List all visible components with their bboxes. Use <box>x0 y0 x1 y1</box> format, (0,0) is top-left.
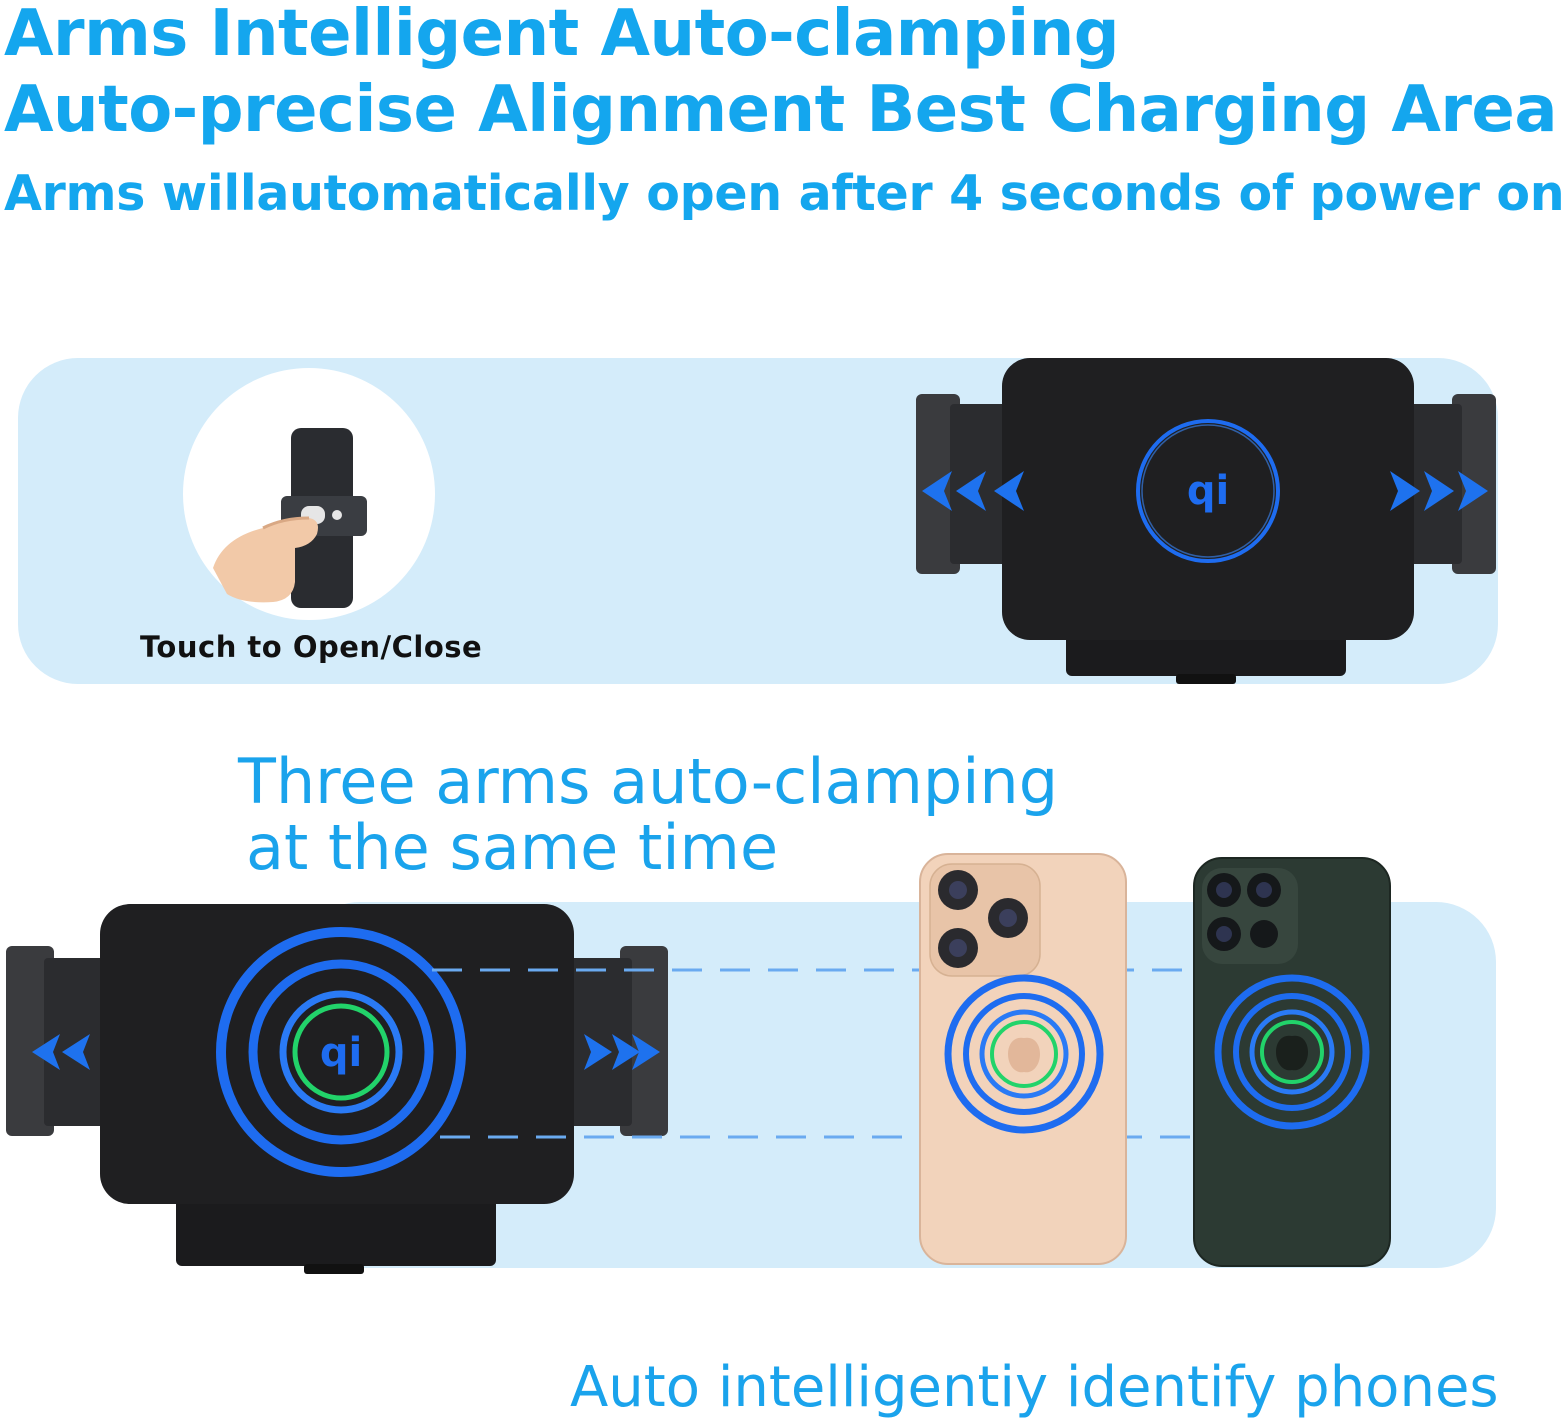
apple-logo-icon <box>1276 1035 1308 1071</box>
hand-pressing-button-icon <box>213 428 367 608</box>
arrows-left-icon <box>32 1034 90 1070</box>
headline-line-3: Arms willautomatically open after 4 seco… <box>4 165 1564 222</box>
touch-caption: Touch to Open/Close <box>140 630 483 664</box>
svg-text:qi: qi <box>1187 468 1229 514</box>
svg-text:qi: qi <box>320 1030 362 1076</box>
headline-line-1: Arms Intelligent Auto-clamping <box>4 0 1120 71</box>
headline-line-2: Auto-precise Alignment Best Charging Are… <box>4 73 1558 147</box>
middle-text-line-2: at the same time <box>246 811 779 884</box>
charger-top-illustration: qi <box>916 358 1496 684</box>
bottom-caption: Auto intelligentiy identify phones <box>570 1355 1499 1420</box>
touch-button-illustration <box>183 368 435 620</box>
apple-logo-icon <box>1008 1037 1040 1073</box>
alignment-guides <box>432 968 1306 1139</box>
qi-logo-icon: qi <box>1187 468 1229 514</box>
charger-bottom-illustration: qi <box>6 904 668 1274</box>
qi-logo-icon: qi <box>320 1030 362 1076</box>
gold-phone-illustration <box>919 853 1127 1265</box>
arrows-left-icon <box>922 471 1024 511</box>
arrows-right-icon <box>584 1034 660 1070</box>
middle-text-line-1: Three arms auto-clamping <box>238 745 1059 818</box>
arrows-right-icon <box>1390 471 1488 511</box>
green-phone-illustration <box>1193 857 1391 1267</box>
